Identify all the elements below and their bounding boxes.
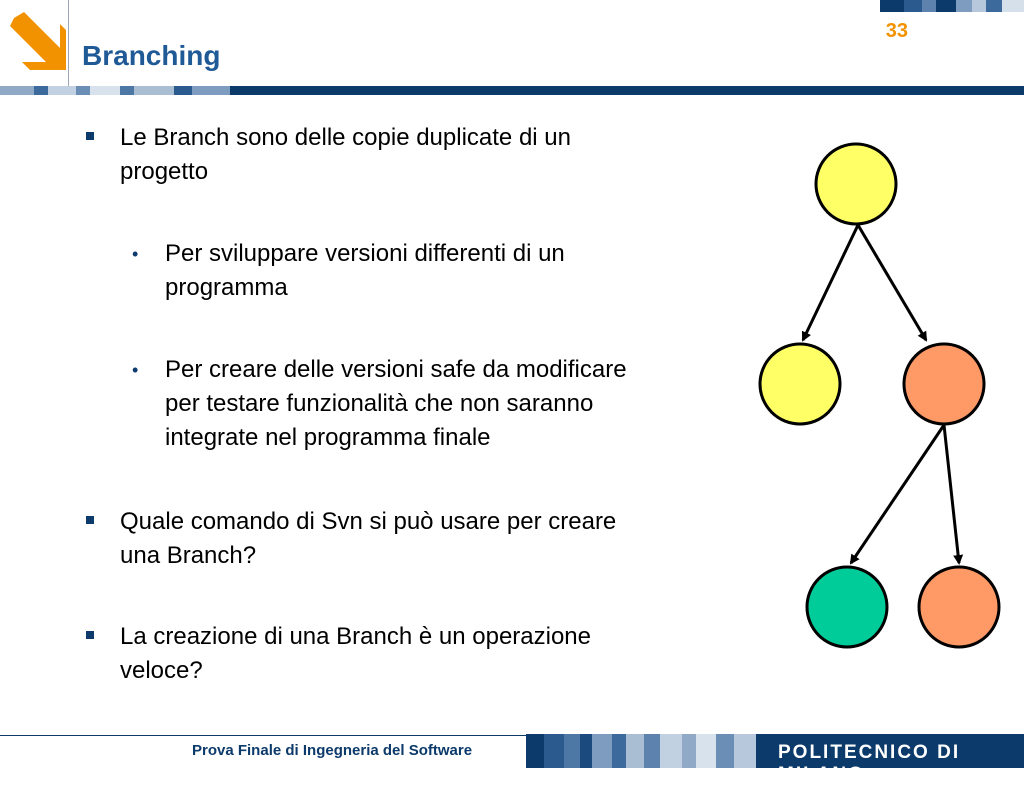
bullet-dot-icon: • (132, 360, 139, 380)
branch-tree-diagram (758, 142, 1001, 649)
bullet-square-icon (86, 132, 94, 140)
bullet-square-icon (86, 631, 94, 639)
tree-node-left (758, 342, 842, 426)
bullet-text: La creazione di una Branch è un operazio… (120, 623, 591, 684)
edge-right-bottom-right (942, 424, 964, 565)
header-bar (0, 86, 1024, 95)
bullet-square-icon (86, 516, 94, 524)
page-number: 33 (885, 20, 908, 42)
footer-brand: POLITECNICO DI MILANO (778, 742, 961, 785)
edge-root-left (801, 224, 860, 342)
tree-node-right (902, 342, 986, 426)
tree-node-root (814, 142, 898, 226)
bullet-text: Quale comando di Svn si può usare per cr… (120, 508, 617, 569)
edge-root-right (856, 224, 928, 342)
bullet-dot-icon: • (132, 244, 139, 264)
sub-bullet-text: Per creare delle versioni safe da modifi… (165, 356, 627, 451)
footer-divider (0, 735, 526, 736)
tree-node-bottom-left (805, 565, 889, 649)
tree-node-bottom-right (917, 565, 1001, 649)
sub-bullet-text: Per sviluppare versioni differenti di un… (165, 240, 565, 301)
bullet-text: Le Branch sono delle copie duplicate di … (120, 124, 571, 185)
header-decorative-strip (0, 86, 230, 95)
edge-right-bottom-left (849, 424, 946, 565)
politecnico-logo-icon (10, 12, 66, 70)
top-decorative-strip (880, 0, 1024, 12)
header-divider (68, 0, 69, 86)
footer-course-title: Prova Finale di Ingegneria del Software (192, 742, 473, 759)
slide-title: Branching (82, 40, 221, 71)
footer-decorative-strip (526, 734, 756, 768)
slide-content: Le Branch sono delle copie duplicate di … (86, 124, 627, 684)
